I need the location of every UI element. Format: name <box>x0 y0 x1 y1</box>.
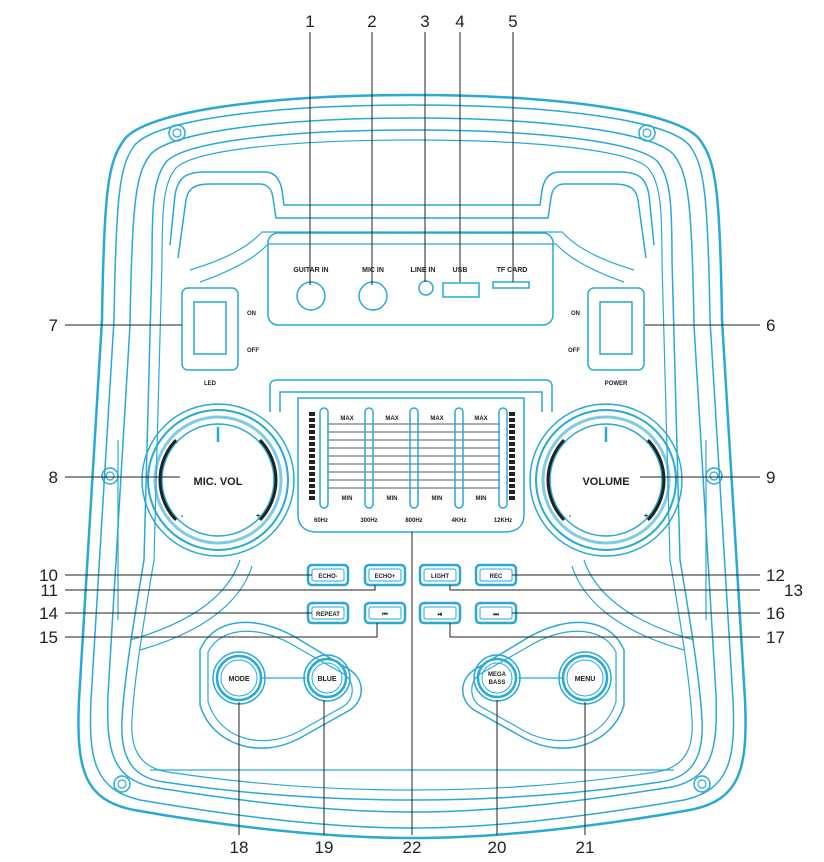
prev-icon: ⏮ <box>382 612 388 618</box>
menu-button[interactable]: MENU <box>558 651 612 705</box>
leader-lines <box>65 32 760 835</box>
callout-13: 13 <box>784 581 803 600</box>
eq-slider-60hz[interactable] <box>319 407 329 509</box>
eq-band-12khz: 12KHz <box>494 518 512 524</box>
volume-plus: + <box>644 513 648 520</box>
mic-vol-knob[interactable]: MIC. VOL - + <box>141 403 295 557</box>
eq-max-4: MAX <box>474 416 487 422</box>
callout-8: 8 <box>49 468 58 487</box>
callout-3: 3 <box>420 12 429 31</box>
led-switch[interactable]: ON OFF LED <box>181 287 259 387</box>
led-on-label: ON <box>247 311 256 317</box>
callout-6: 6 <box>766 316 775 335</box>
callout-19: 19 <box>315 838 334 857</box>
svg-text:ECHO-: ECHO- <box>318 574 337 580</box>
callout-10: 10 <box>39 566 58 585</box>
callout-16: 16 <box>766 604 785 623</box>
svg-text:REC: REC <box>490 574 503 580</box>
eq-max-3: MAX <box>430 416 443 422</box>
svg-text:MEGA: MEGA <box>488 672 507 678</box>
line-in-label: LINE IN <box>411 267 436 274</box>
eq-slider-300hz[interactable] <box>364 407 374 509</box>
power-off-label: OFF <box>568 348 580 354</box>
callout-5: 5 <box>508 12 517 31</box>
callout-1: 1 <box>305 12 314 31</box>
callout-17: 17 <box>766 628 785 647</box>
mode-button[interactable]: MODE <box>212 651 266 705</box>
volume-label: VOLUME <box>582 476 629 488</box>
callout-18: 18 <box>230 838 249 857</box>
svg-text:BASS: BASS <box>489 680 506 686</box>
volume-knob[interactable]: VOLUME - + <box>529 403 683 557</box>
svg-text:LIGHT: LIGHT <box>431 574 449 580</box>
usb-port[interactable] <box>442 282 480 298</box>
line-in-jack[interactable] <box>418 280 434 296</box>
left-control-pod <box>199 621 362 749</box>
power-on-label: ON <box>571 311 580 317</box>
echo-plus-button[interactable]: ECHO+ <box>363 563 407 587</box>
callout-22: 22 <box>403 838 422 857</box>
play-pause-button[interactable]: ⏯ <box>418 601 462 625</box>
next-button[interactable]: ⏭ <box>474 601 518 625</box>
repeat-button[interactable]: REPEAT <box>306 601 350 625</box>
eq-band-4khz: 4KHz <box>451 518 466 524</box>
power-switch[interactable]: ON OFF POWER <box>568 287 645 387</box>
eq-min-3: MIN <box>432 496 443 502</box>
eq-max-1: MAX <box>340 416 353 422</box>
callout-11: 11 <box>40 581 58 600</box>
light-button[interactable]: LIGHT <box>418 563 462 587</box>
eq-slider-4khz[interactable] <box>454 407 464 509</box>
callout-4: 4 <box>455 12 464 31</box>
svg-text:MODE: MODE <box>229 676 250 683</box>
eq-min-2: MIN <box>387 496 398 502</box>
eq-slider-800hz[interactable] <box>409 407 419 509</box>
callout-15: 15 <box>39 628 58 647</box>
screws <box>101 124 723 793</box>
led-off-label: OFF <box>247 348 259 354</box>
mic-in-label: MIC IN <box>362 267 384 274</box>
svg-text:ECHO+: ECHO+ <box>375 574 396 580</box>
next-icon: ⏭ <box>493 612 499 618</box>
mic-vol-plus: + <box>256 513 260 520</box>
callout-9: 9 <box>766 468 775 487</box>
callout-14: 14 <box>39 604 58 623</box>
svg-text:REPEAT: REPEAT <box>316 612 340 618</box>
guitar-in-jack[interactable] <box>296 281 326 311</box>
eq-min-1: MIN <box>342 496 353 502</box>
led-label: LED <box>204 381 217 387</box>
callout-12: 12 <box>766 566 785 585</box>
eq-band-300hz: 300Hz <box>360 518 377 524</box>
mic-vol-minus: - <box>181 513 184 520</box>
ports-panel: GUITAR IN MIC IN LINE IN USB TF CARD <box>267 232 554 326</box>
eq-band-800hz: 800Hz <box>405 518 422 524</box>
echo-minus-button[interactable]: ECHO- <box>306 563 350 587</box>
eq-slider-12khz[interactable] <box>498 407 508 509</box>
play-pause-icon: ⏯ <box>438 612 443 618</box>
tf-card-slot[interactable] <box>492 281 530 289</box>
right-control-pod <box>462 621 625 749</box>
callout-2: 2 <box>367 12 376 31</box>
eq-band-60hz: 60Hz <box>314 518 328 524</box>
tf-card-label: TF CARD <box>497 267 528 274</box>
volume-minus: - <box>569 513 572 520</box>
callout-7: 7 <box>49 316 58 335</box>
rec-button[interactable]: REC <box>474 563 518 587</box>
power-label: POWER <box>605 381 628 387</box>
equalizer: MAX MAX MAX MAX MIN MIN MIN MIN 60Hz 300… <box>269 379 553 533</box>
prev-button[interactable]: ⏮ <box>363 601 407 625</box>
mega-bass-button[interactable]: MEGA BASS <box>473 654 521 702</box>
svg-text:BLUE: BLUE <box>317 676 336 683</box>
callout-20: 20 <box>488 838 507 857</box>
mic-vol-label: MIC. VOL <box>194 476 243 488</box>
blue-button[interactable]: BLUE <box>303 654 351 702</box>
callout-21: 21 <box>576 838 595 857</box>
mic-in-jack[interactable] <box>358 281 388 311</box>
callout-numbers: 1 2 3 4 5 6 7 8 9 10 11 12 13 14 15 16 1… <box>39 12 803 857</box>
eq-max-2: MAX <box>385 416 398 422</box>
eq-min-4: MIN <box>476 496 487 502</box>
svg-text:MENU: MENU <box>575 676 596 683</box>
guitar-in-label: GUITAR IN <box>293 267 328 274</box>
